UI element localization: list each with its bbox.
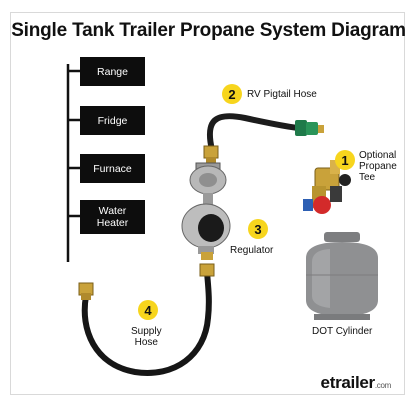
propane-tee xyxy=(303,160,351,214)
callout-label-regulator: Regulator xyxy=(230,245,274,256)
two-stage-regulator xyxy=(181,162,231,260)
callout-badge-3: 3 xyxy=(248,219,268,239)
callout-badge-1: 1 xyxy=(335,150,355,170)
supply-hose xyxy=(78,263,215,376)
etrailer-logo: etrailer.com xyxy=(320,373,392,392)
diagram-title: Single Tank Trailer Propane System Diagr… xyxy=(11,20,406,41)
appliance-water-heater: Water Heater xyxy=(80,200,145,234)
appliance-furnace: Furnace xyxy=(80,154,145,183)
callout-label-propane-tee: Optional Propane Tee xyxy=(359,150,397,183)
cylinder-label: DOT Cylinder xyxy=(312,326,373,337)
callout-label-rv-pigtail-hose: RV Pigtail Hose xyxy=(247,89,317,100)
callout-badge-2: 2 xyxy=(222,84,242,104)
appliance-range: Range xyxy=(80,57,145,86)
appliance-fridge: Fridge xyxy=(80,106,145,135)
dot-cylinder xyxy=(306,232,378,320)
callout-badge-4: 4 xyxy=(138,300,158,320)
callout-label-supply-hose: Supply Hose xyxy=(131,326,162,348)
rv-pigtail-hose xyxy=(203,113,324,166)
appliance-connector-lines xyxy=(66,64,80,262)
